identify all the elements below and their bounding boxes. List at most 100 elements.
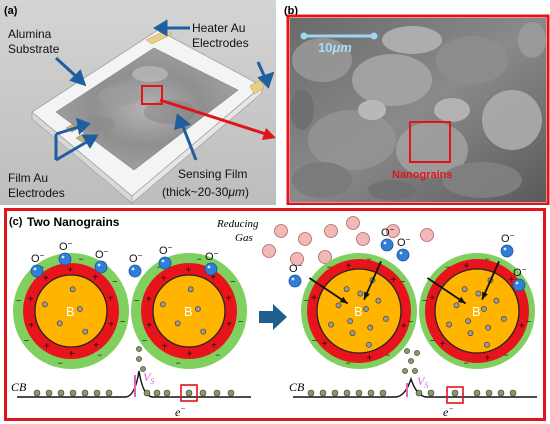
oxygen-dot bbox=[288, 274, 302, 288]
surface-charge: − bbox=[79, 254, 84, 264]
bulk-electron bbox=[328, 321, 334, 328]
panel-b-sem-image: (b) 10μm Nanograins bbox=[282, 0, 550, 205]
vs-label-left: VS bbox=[143, 370, 154, 386]
oxygen-ion: O− bbox=[158, 243, 173, 270]
oxygen-charge: − bbox=[406, 235, 411, 244]
gas-molecule bbox=[318, 250, 332, 264]
cb-electron bbox=[307, 389, 315, 397]
cb-electron bbox=[57, 389, 65, 397]
alumina-label-line2: Substrate bbox=[8, 42, 60, 56]
panel-c-label: (c) bbox=[9, 216, 23, 228]
positive-charge: + bbox=[210, 273, 216, 284]
surface-charge: − bbox=[503, 350, 508, 360]
bulk-electron bbox=[76, 306, 83, 312]
film-label-line1: Film Au bbox=[8, 171, 48, 185]
oxygen-label: O− bbox=[129, 251, 143, 265]
band-diagram-right bbox=[293, 376, 537, 398]
bulk-electron bbox=[347, 318, 354, 325]
surface-charge: − bbox=[230, 277, 235, 287]
cb-electron bbox=[497, 389, 505, 397]
alumina-label-line1: Alumina bbox=[8, 27, 52, 41]
cb-label-right: CB bbox=[289, 380, 305, 394]
sensing-film bbox=[55, 47, 239, 171]
surface-charge: − bbox=[526, 317, 531, 327]
oxygen-highlight bbox=[503, 247, 507, 251]
positive-charge: + bbox=[108, 319, 114, 330]
oxygen-label: O− bbox=[513, 265, 527, 279]
positive-charge: + bbox=[67, 265, 73, 276]
gas-molecule bbox=[274, 224, 288, 238]
gas-molecule bbox=[346, 216, 360, 230]
surface-charge: − bbox=[463, 358, 468, 368]
neck-electron bbox=[402, 368, 408, 374]
oxygen-dot bbox=[380, 238, 394, 252]
oxygen-highlight bbox=[131, 267, 135, 271]
positive-charge: + bbox=[484, 353, 490, 364]
bulk-electron bbox=[446, 321, 452, 328]
surface-charge: − bbox=[367, 254, 372, 264]
arrow-head bbox=[482, 291, 488, 300]
bulk-electron bbox=[159, 301, 166, 308]
oxygen-label: O− bbox=[159, 243, 173, 257]
oxygen-ion: O− bbox=[500, 231, 515, 258]
gas-molecule bbox=[420, 228, 434, 242]
bulk-electron bbox=[481, 306, 487, 312]
cb-electron bbox=[69, 389, 77, 397]
oxygen-dot bbox=[58, 252, 72, 266]
panel-b-border bbox=[286, 14, 550, 205]
surface-charge: − bbox=[197, 254, 202, 264]
positive-charge: + bbox=[161, 273, 167, 284]
cb-electron bbox=[227, 389, 235, 397]
arrow-head bbox=[339, 296, 348, 304]
positive-charge: + bbox=[44, 341, 50, 352]
surface-charge: − bbox=[238, 317, 243, 327]
oxygen-charge: − bbox=[68, 239, 73, 248]
cb-electron bbox=[319, 389, 327, 397]
oxygen-ion: O− bbox=[380, 225, 395, 252]
nanograins-box bbox=[409, 121, 451, 163]
surface-charge: − bbox=[400, 277, 405, 287]
oxygen-label: O− bbox=[95, 247, 109, 261]
electron-label-right: e− bbox=[443, 404, 454, 418]
reducing-gas-line1: Reducing bbox=[216, 218, 259, 230]
cb-electron bbox=[427, 389, 435, 397]
band-diagram-left bbox=[17, 370, 251, 398]
zoom-region-box bbox=[141, 85, 163, 105]
cb-electron bbox=[93, 389, 101, 397]
gas-molecule bbox=[356, 232, 370, 246]
positive-charge: + bbox=[464, 261, 470, 272]
arrow-head bbox=[457, 296, 466, 304]
bulk-region bbox=[34, 274, 108, 348]
cb-electron bbox=[199, 389, 207, 397]
oxygen-highlight bbox=[33, 267, 37, 271]
bulk-electron bbox=[69, 286, 76, 293]
gas-molecule bbox=[262, 244, 276, 258]
surface-charge: − bbox=[408, 317, 413, 327]
heater-label-line2: Electrodes bbox=[192, 36, 249, 50]
oxygen-label: O− bbox=[59, 239, 73, 253]
oxygen-dot bbox=[500, 244, 514, 258]
surface-charge: − bbox=[385, 350, 390, 360]
oxygen-charge: − bbox=[510, 231, 515, 240]
panel-a-device-schematic: (a) Alumina Substrate Heater Au Electrod… bbox=[0, 0, 276, 205]
surface-charge: − bbox=[312, 335, 317, 345]
positive-charge: + bbox=[508, 275, 514, 286]
positive-charge: + bbox=[322, 339, 328, 350]
annotation-arrows bbox=[54, 19, 275, 162]
oxygen-charge: − bbox=[104, 247, 109, 256]
surface-charge: − bbox=[215, 350, 220, 360]
oxygen-charge: − bbox=[40, 251, 45, 260]
surface-charge: − bbox=[24, 335, 29, 345]
bulk-electron bbox=[187, 286, 194, 293]
neck-electron bbox=[136, 346, 142, 352]
oxygen-charge: − bbox=[522, 265, 527, 274]
bulk-electron bbox=[349, 330, 356, 337]
bulk-electron bbox=[82, 328, 89, 335]
bulk-electron bbox=[41, 301, 48, 308]
positive-charge: + bbox=[346, 261, 352, 272]
electron-box-right bbox=[446, 386, 464, 404]
bulk-electron bbox=[475, 290, 482, 297]
vs-label-right: VS bbox=[417, 374, 428, 390]
positive-charge: + bbox=[92, 273, 98, 284]
cb-electron bbox=[343, 389, 351, 397]
